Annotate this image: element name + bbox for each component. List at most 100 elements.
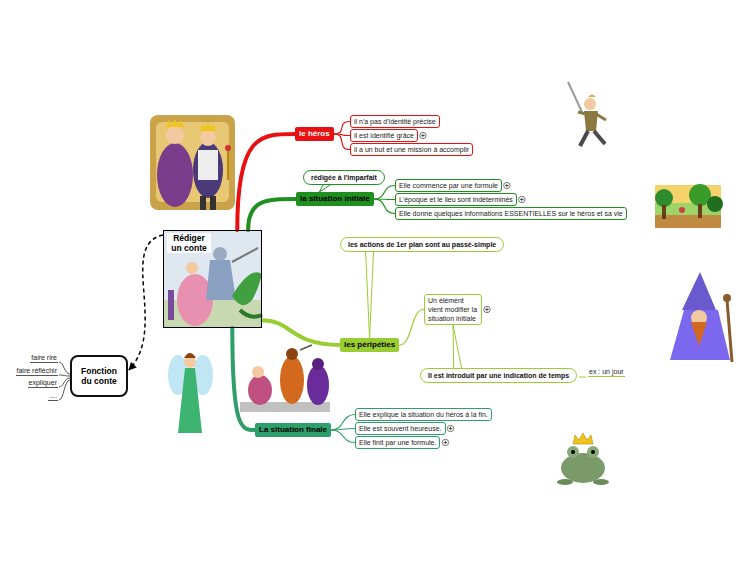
swordsman-clipart [568,82,582,112]
central-picture [206,260,236,300]
leader-lines [59,375,70,376]
expand-icon [521,198,522,202]
main-branch: La situation finale [255,423,331,437]
expand-icon [450,427,451,431]
leader-lines [59,378,70,387]
node-text: les actions de 1er plan sont au passé-si… [348,240,496,249]
expand-icon [442,439,448,445]
note-label: faire réfléchir [16,366,58,376]
node-text: les péripéties [344,340,395,350]
node-text: il est identifié grâce [354,131,414,140]
forest-clipart [707,196,723,212]
connector [399,310,424,346]
detail-box: Elle est souvent heureuse. [355,422,446,435]
node-text: le héros [299,129,330,139]
node-text: il n'a pas d'identité précise [354,117,436,126]
connector [248,199,296,230]
leader-lines [59,380,70,400]
expand-icon [519,196,525,202]
central-picture [232,272,262,305]
callout-bubble: Il est introduit par une indication de t… [420,368,577,383]
swordsman-clipart [580,131,588,146]
detail-box: Elle explique la situation du héros à la… [355,408,492,421]
forest-clipart [662,205,666,219]
central-picture [232,248,258,262]
connector [334,134,350,150]
swordsman-clipart [568,82,606,146]
frog-clipart [567,446,579,458]
expand-icon [484,306,490,312]
connector [366,251,374,338]
wizard-clipart [670,272,732,362]
frog-clipart [557,479,573,485]
expand-icon [422,134,423,138]
connector [331,415,355,431]
main-branch: le héros [295,127,334,141]
expand-icon [504,182,510,188]
expand-icon [506,184,507,188]
node-text: Elle donne quelques informations ESSENTI… [399,209,623,218]
wizard-clipart [670,310,730,360]
king-queen-clipart [200,196,206,210]
characters-clipart [248,375,272,405]
main-branch: la situation initiale [296,192,374,206]
wizard-clipart [691,322,707,346]
expand-icon [442,439,448,445]
frog-clipart [587,446,599,458]
detail-box: il a un but et une mission à accomplir [350,143,473,156]
node-text: Un élément vient modifier la situation i… [428,296,478,323]
frog-clipart [591,450,595,454]
expand-icon [420,132,426,138]
expand-icon [504,182,510,188]
king-queen-clipart [193,142,223,198]
king-queen-clipart [227,150,229,180]
characters-clipart [240,345,330,412]
callout-bubble: les actions de 1er plan sont au passé-si… [340,237,504,252]
detail-box: Elle commence par une formule [395,179,502,192]
fairy-clipart [178,368,202,433]
king-queen-clipart [150,115,235,210]
function-box: Fonction du conte [70,355,128,397]
king-queen-clipart [150,115,235,210]
characters-clipart [312,358,324,370]
connector [129,235,163,370]
king-queen-clipart [210,196,216,210]
expand-icon [519,196,525,202]
node-text: Elle commence par une formule [399,181,498,190]
node-text: Rédiger un conte [167,233,211,253]
node-text: Elle finit par une formule. [359,438,436,447]
node-text: rédigée à l'imparfait [311,173,377,182]
king-queen-clipart [166,126,184,144]
swordsman-clipart [588,95,596,98]
connector [331,430,355,443]
king-queen-clipart [198,150,218,180]
main-branch: les péripéties [340,338,399,352]
connector [374,186,395,200]
swordsman-clipart [596,114,606,120]
connector [262,320,340,345]
connector [237,134,295,230]
note-label: expliquer [28,378,58,388]
frog-clipart [593,479,609,485]
expand-icon [420,132,426,138]
king-queen-clipart [200,130,216,146]
expand-icon [445,441,446,445]
detail-box: L'époque et le lieu sont indéterminés [395,193,517,206]
wizard-clipart [723,294,731,302]
characters-clipart [252,366,264,378]
connector [334,122,350,135]
leader-lines [579,377,586,378]
callout-bubble: rédigée à l'imparfait [303,170,385,185]
node-text: Fonction du conte [75,366,123,386]
node-text: Elle est souvent heureuse. [359,424,442,433]
node-text: il a un but et une mission à accomplir [354,145,469,154]
characters-clipart [307,365,329,405]
node-text: la situation initiale [300,194,370,204]
detail-box: Un élément vient modifier la situation i… [424,294,482,325]
swordsman-clipart [578,112,586,114]
connector [232,328,255,430]
characters-clipart [280,356,304,404]
